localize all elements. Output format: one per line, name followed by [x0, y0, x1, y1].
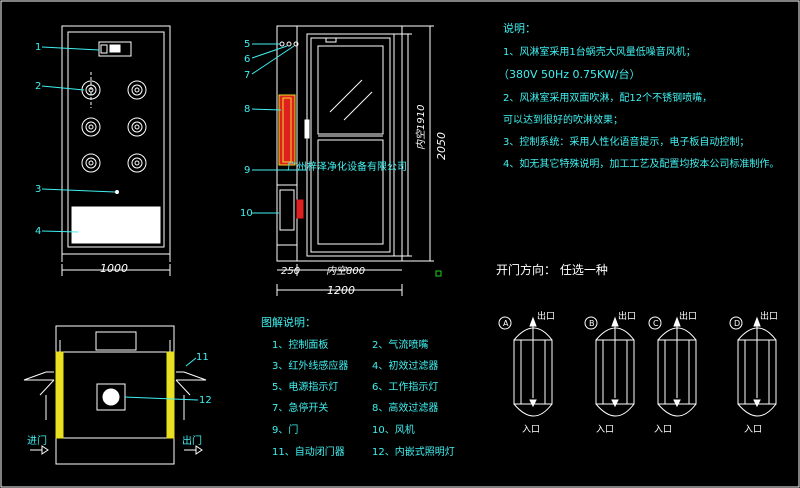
dim-inner-1910: 内空1910 — [415, 105, 427, 150]
legend-item: 1、控制面板 — [272, 338, 328, 351]
callout-5: 5 — [244, 39, 250, 50]
control-panel — [98, 41, 132, 57]
control-panel-display — [109, 44, 121, 53]
callout-1: 1 — [35, 42, 41, 53]
exit-label: 出门 — [182, 434, 202, 447]
callout-8: 8 — [244, 104, 250, 115]
legend-list: 1、控制面板 2、气流喷嘴 3、红外线感应器 4、初效过滤器 5、电源指示灯 6… — [272, 338, 455, 458]
option-a-entrance: 入口 — [522, 424, 540, 435]
callout-7: 7 — [244, 70, 250, 81]
plan-view — [23, 325, 207, 465]
front-inner-outline — [67, 31, 165, 248]
front-view — [41, 25, 171, 276]
company-watermark: 广州梓泽净化设备有限公司 — [287, 160, 407, 173]
front-width-dim: 1000 — [100, 262, 128, 275]
left-wall — [55, 351, 64, 439]
option-d-exit: 出口 — [760, 310, 778, 322]
infrared-sensor — [115, 190, 119, 194]
door-option-a — [498, 316, 553, 417]
callout-4: 4 — [35, 226, 41, 237]
dim-inner-800: 内空800 — [326, 265, 365, 277]
legend-item: 2、气流喷嘴 — [372, 338, 428, 351]
note-line-1: 1、风淋室采用1台蜗壳大风量低噪音风机； — [503, 45, 696, 58]
green-marker — [435, 270, 442, 277]
legend-item: 7、急停开关 — [272, 401, 328, 414]
callout-9: 9 — [244, 165, 250, 176]
option-c-exit: 出口 — [679, 310, 697, 322]
legend-item: 10、风机 — [372, 423, 415, 436]
legend-item: 4、初效过滤器 — [372, 359, 438, 372]
option-c-entrance: 入口 — [654, 424, 672, 435]
legend-item: 9、门 — [272, 423, 298, 436]
legend-item: 11、自动闭门器 — [272, 445, 345, 458]
legend-item: 5、电源指示灯 — [272, 380, 338, 393]
callout-2: 2 — [35, 81, 41, 92]
note-line-3: 2、风淋室采用双面吹淋，配12个不锈钢喷嘴， — [503, 91, 712, 104]
nozzle-grid — [81, 80, 147, 173]
dim-2050: 2050 — [435, 132, 448, 160]
door-option-d — [729, 316, 777, 417]
door-option-b — [584, 316, 635, 417]
option-b-label: B — [589, 319, 595, 328]
option-b-entrance: 入口 — [596, 424, 614, 435]
legend-item: 8、高效过滤器 — [372, 401, 438, 414]
option-c-label: C — [653, 319, 659, 328]
callout-6: 6 — [244, 54, 250, 65]
front-outline — [61, 25, 171, 255]
note-line-4: 可以达到很好的吹淋效果； — [503, 113, 623, 126]
option-d-entrance: 入口 — [744, 424, 762, 435]
prefilter-panel — [71, 206, 161, 244]
notes-title: 说明： — [503, 21, 536, 35]
control-panel-key — [100, 44, 108, 54]
legend-item: 12、内嵌式照明灯 — [372, 445, 455, 458]
door-frame — [306, 33, 395, 257]
option-a-label: A — [503, 319, 509, 328]
legend-title: 图解说明： — [261, 315, 316, 329]
note-line-5: 3、控制系统：采用人性化语音提示，电子板自动控制； — [503, 135, 749, 148]
note-line-2: （380V 50Hz 0.75KW/台） — [498, 67, 640, 81]
option-a-exit: 出口 — [537, 310, 555, 322]
callout-12: 12 — [199, 395, 212, 406]
door-direction-title: 开门方向： 任选一种 — [496, 262, 608, 277]
dim-1200: 1200 — [327, 284, 355, 297]
right-wall — [166, 351, 175, 439]
dim-250: 250 — [281, 266, 300, 277]
callout-10: 10 — [240, 208, 253, 219]
door-window — [317, 45, 384, 135]
callout-3: 3 — [35, 184, 41, 195]
legend-item: 6、工作指示灯 — [372, 380, 438, 393]
legend-item: 3、红外线感应器 — [272, 359, 348, 372]
callout-11: 11 — [196, 352, 209, 363]
note-line-6: 4、如无其它特殊说明，加工工艺及配置均按本公司标准制作。 — [503, 157, 779, 170]
door-option-c — [648, 316, 697, 417]
side-view — [251, 25, 434, 296]
option-d-label: D — [734, 319, 740, 328]
option-b-exit: 出口 — [618, 310, 636, 322]
entrance-label: 进门 — [27, 434, 47, 447]
hepa-filter — [278, 94, 296, 166]
